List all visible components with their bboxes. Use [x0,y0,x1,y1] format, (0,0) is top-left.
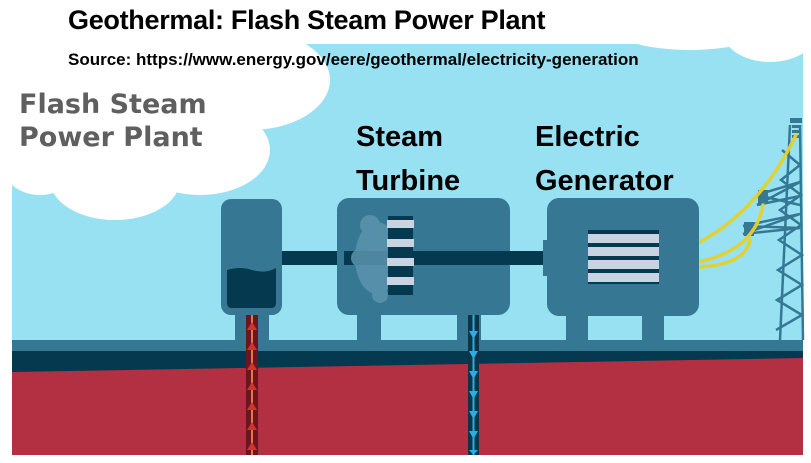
power-lines [696,133,798,269]
diagram-title-line1: Flash Steam [19,89,207,120]
electric-generator-label-line2: Generator [535,165,674,197]
transmission-tower [742,124,805,341]
source-citation: Source: https://www.energy.gov/eere/geot… [68,50,639,69]
down-arrows [469,331,478,455]
electric-generator-label-line1: Electric [535,121,640,153]
up-arrows [247,322,257,450]
bottom-margin [0,455,811,463]
page-title: Geothermal: Flash Steam Power Plant [68,5,546,35]
electric-generator-label: Electric Generator [535,115,674,203]
steam-turbine-label-line2: Turbine [356,165,461,197]
electric-generator [543,198,699,342]
steam-turbine-label-line1: Steam [356,121,444,153]
production-well [246,315,258,455]
diagram-title-line2: Power Plant [19,122,203,153]
cloud-top-right [600,0,811,463]
ground-surface [12,340,803,352]
injection-well [468,315,479,455]
steam-turbine [337,198,510,342]
cloud-top-left [50,105,270,220]
diagram-title: Flash Steam Power Plant [19,88,207,154]
steam-turbine-label: Steam Turbine [356,115,460,203]
earth-layer [12,358,803,455]
